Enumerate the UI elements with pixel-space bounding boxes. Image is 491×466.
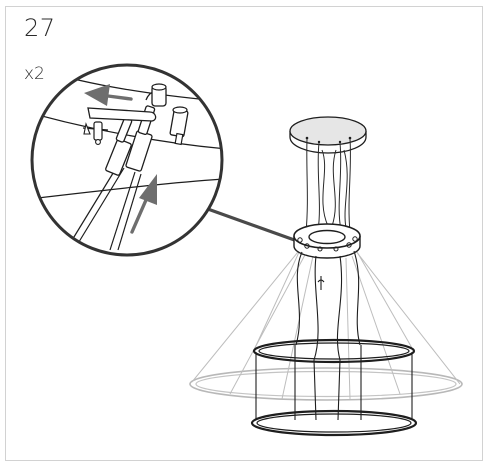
step-number: 27 xyxy=(24,14,56,42)
faint-suspension-cables xyxy=(191,246,461,400)
upper-ring xyxy=(252,338,416,364)
detail-leader-line xyxy=(204,206,301,244)
arrow-left-icon xyxy=(84,84,133,106)
ring-support-lines xyxy=(255,352,413,420)
quantity-label: x2 xyxy=(24,64,45,84)
detail-magnifier xyxy=(30,63,224,257)
hub-ring xyxy=(293,223,361,259)
hub-to-ring-wires xyxy=(294,250,362,421)
ceiling-canopy xyxy=(289,116,367,154)
hanging-hook xyxy=(317,276,325,290)
arrow-up-icon xyxy=(130,174,157,234)
faint-outer-ring xyxy=(189,367,463,401)
canopy-cables xyxy=(305,138,351,233)
lower-ring xyxy=(250,409,418,437)
